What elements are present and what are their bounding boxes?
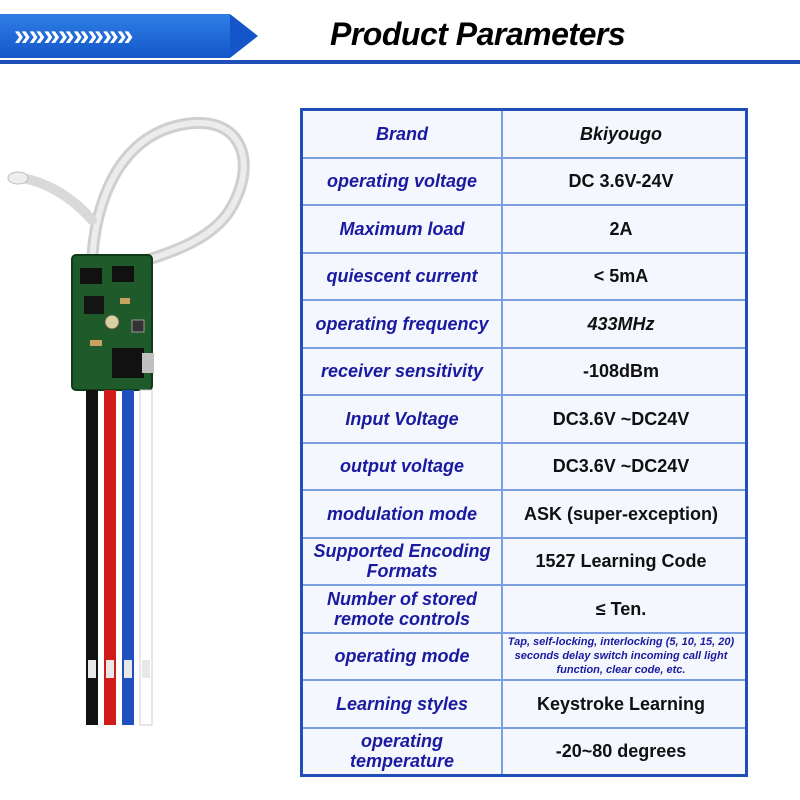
param-value: DC3.6V ~DC24V: [552, 408, 690, 429]
param-value: 1527 Learning Code: [535, 551, 707, 572]
table-row: Learning styles Keystroke Learning: [303, 681, 745, 729]
table-row: Brand Bkiyougo: [303, 111, 745, 159]
param-value: -20~80 degrees: [555, 741, 687, 762]
param-value: -108dBm: [582, 361, 660, 382]
param-value: < 5mA: [593, 266, 649, 287]
table-row: operating mode Tap, self-locking, interl…: [303, 633, 745, 681]
chevron-banner: [0, 14, 258, 58]
param-label: output voltage: [303, 443, 503, 489]
chevron-icons: »»»»»»»»: [14, 19, 133, 52]
parameter-table: Brand Bkiyougo operating voltage DC 3.6V…: [300, 108, 748, 777]
param-value: DC 3.6V-24V: [568, 171, 674, 192]
table-row: operating frequency 433MHz: [303, 301, 745, 349]
param-value: ≤ Ten.: [595, 598, 647, 619]
param-value: Keystroke Learning: [536, 693, 706, 714]
table-row: modulation mode ASK (super-exception): [303, 491, 745, 539]
param-value: ASK (super-exception): [523, 503, 719, 524]
param-label: Learning styles: [303, 681, 503, 727]
param-label: Brand: [303, 111, 503, 157]
param-label: quiescent current: [303, 253, 503, 299]
table-row: Input Voltage DC3.6V ~DC24V: [303, 396, 745, 444]
table-row: Maximum load 2A: [303, 206, 745, 254]
header-banner: »»»»»»»» Product Parameters: [0, 0, 800, 70]
param-label: operating voltage: [303, 158, 503, 204]
table-row: output voltage DC3.6V ~DC24V: [303, 443, 745, 491]
param-label: Supported Encoding Formats: [303, 538, 503, 584]
table-row: operating voltage DC 3.6V-24V: [303, 158, 745, 206]
param-label: Input Voltage: [303, 396, 503, 442]
table-row: receiver sensitivity -108dBm: [303, 348, 745, 396]
table-row: quiescent current < 5mA: [303, 253, 745, 301]
receiver-module-illustration: [7, 116, 250, 726]
param-value: DC3.6V ~DC24V: [552, 456, 690, 477]
param-label: operating mode: [303, 633, 503, 679]
param-label: modulation mode: [303, 491, 503, 537]
param-label: receiver sensitivity: [303, 348, 503, 394]
table-row: operating temperature -20~80 degrees: [303, 728, 745, 774]
param-value: Tap, self-locking, interlocking (5, 10, …: [507, 636, 735, 677]
page-title: Product Parameters: [330, 16, 626, 52]
param-value: Bkiyougo: [579, 123, 662, 144]
header-underline: [0, 60, 800, 64]
param-label: operating frequency: [303, 301, 503, 347]
param-label: Maximum load: [303, 206, 503, 252]
param-value: 433MHz: [587, 313, 655, 334]
table-row: Supported Encoding Formats 1527 Learning…: [303, 538, 745, 586]
param-value: 2A: [609, 218, 633, 239]
product-image: [0, 100, 260, 740]
param-label: Number of stored remote controls: [303, 586, 503, 632]
param-label: operating temperature: [303, 728, 503, 774]
table-row: Number of stored remote controls ≤ Ten.: [303, 586, 745, 634]
